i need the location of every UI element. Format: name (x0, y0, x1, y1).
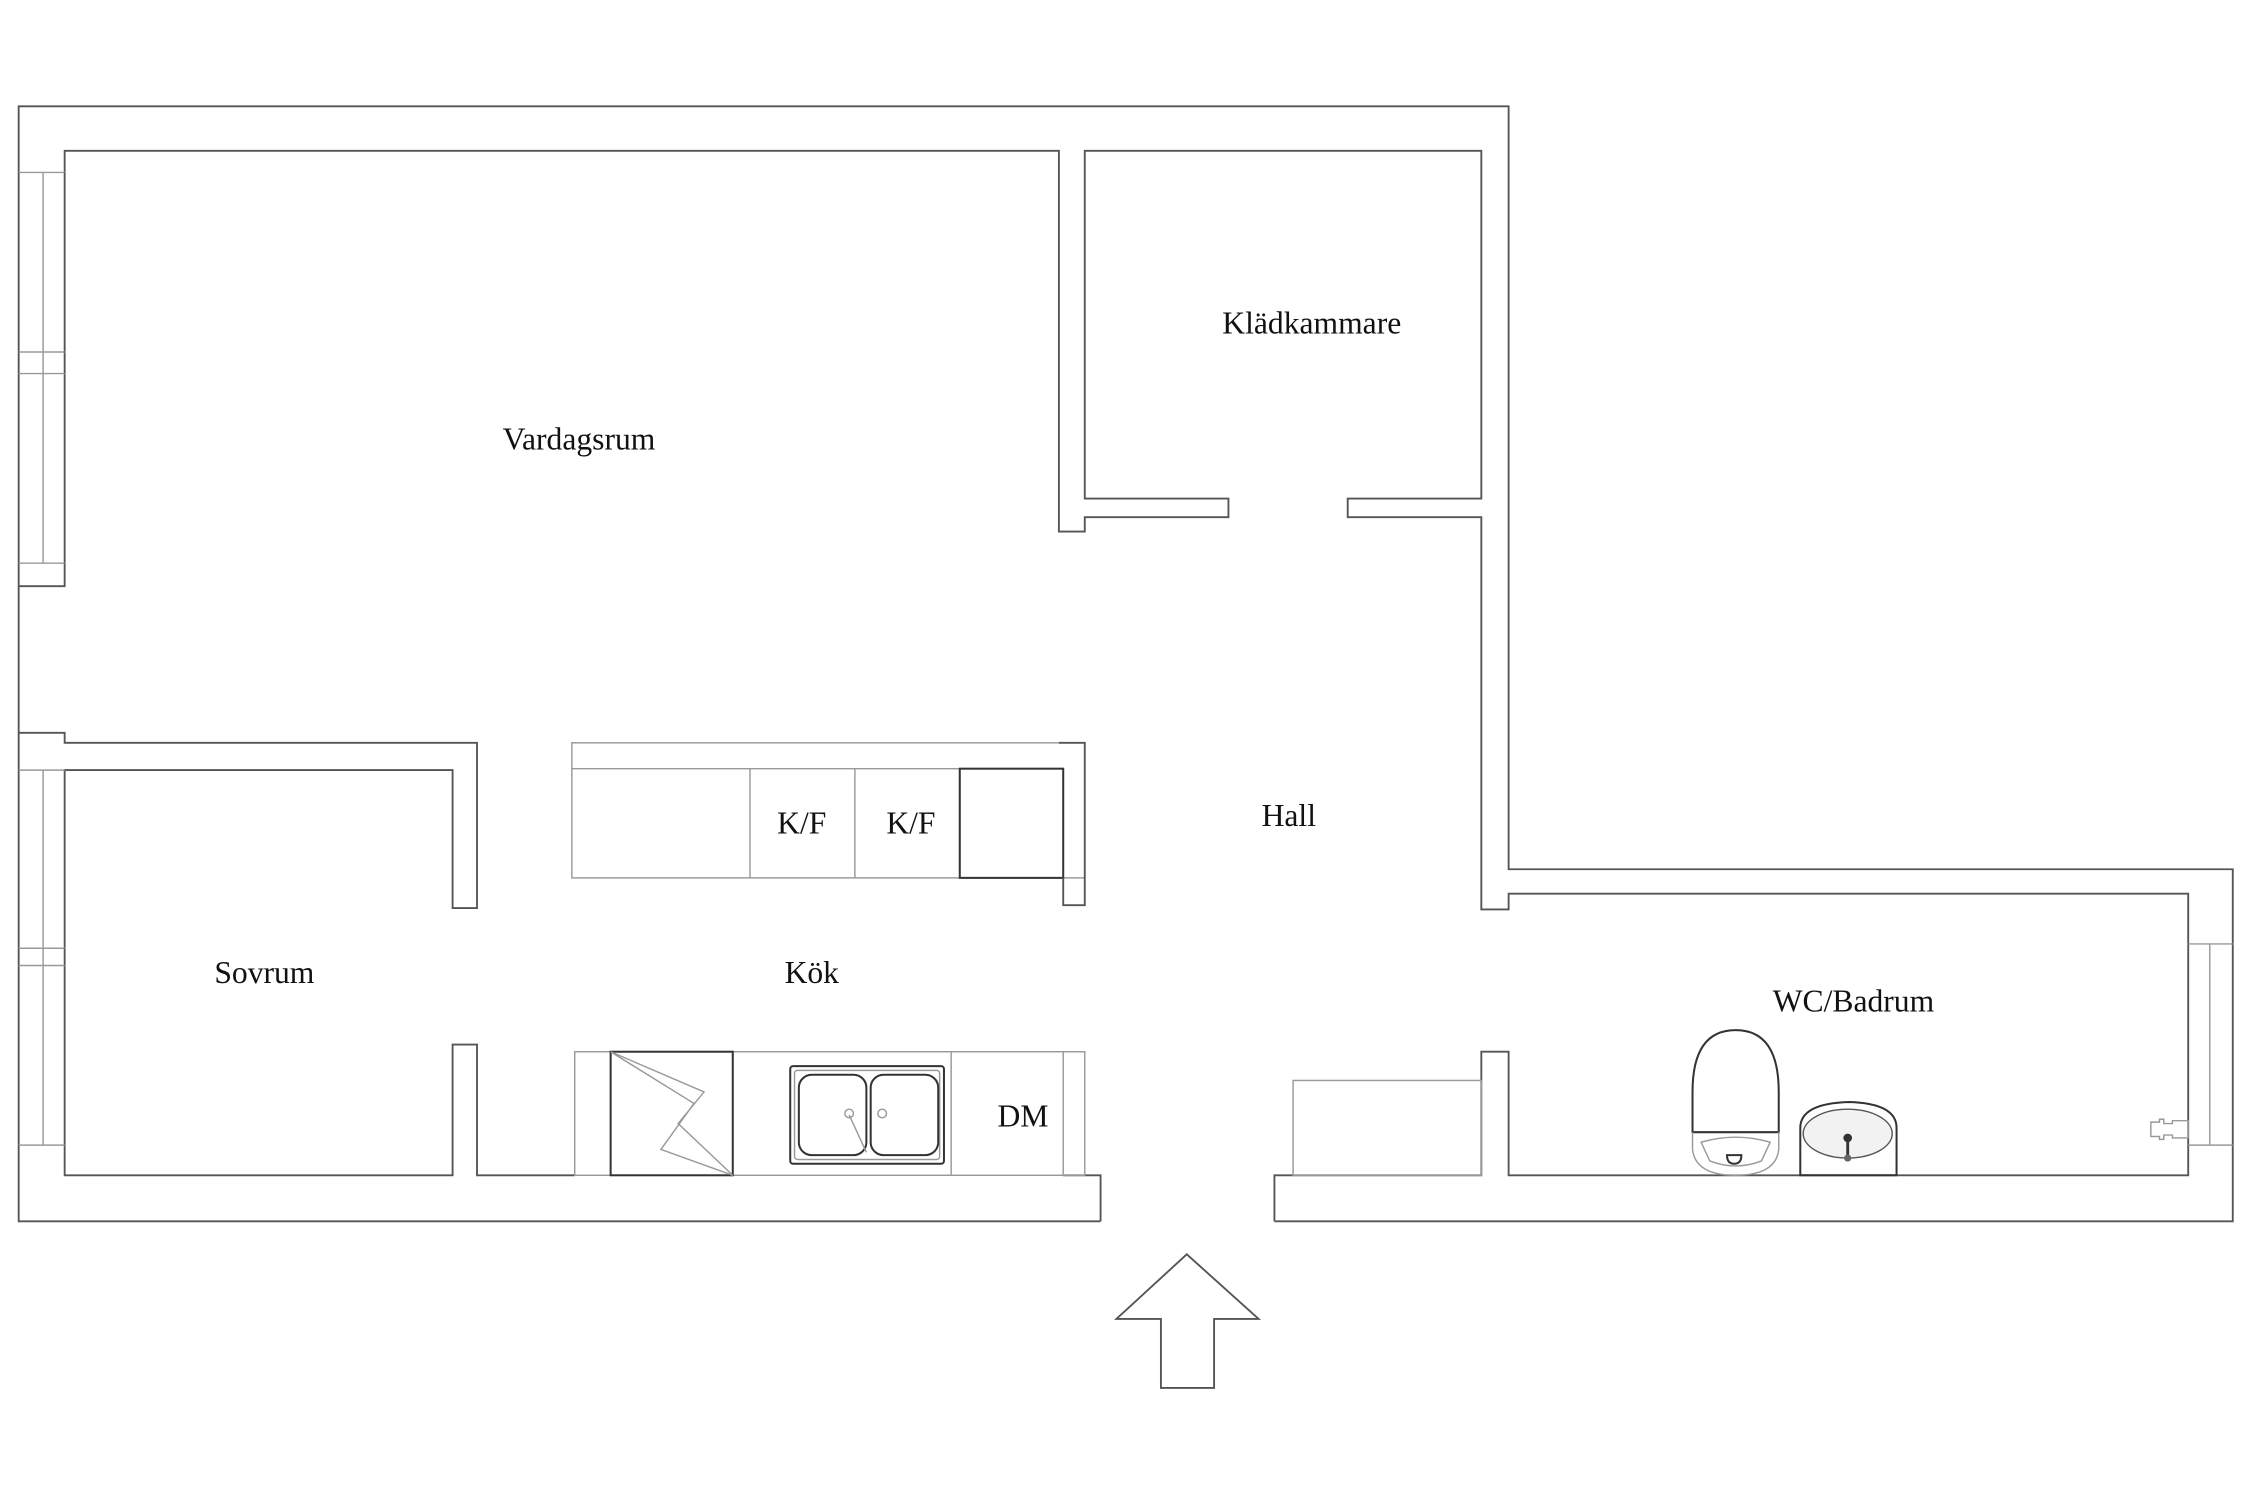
faucet-icon (2150, 1118, 2189, 1141)
kitchen-counter-bottom (573, 1050, 1086, 1177)
room-label-hall: Hall (1262, 798, 1317, 833)
entrance-arrow-icon (1113, 1253, 1262, 1389)
fridge-freezer-label: K/F (886, 805, 935, 840)
sink-icon (789, 1065, 945, 1165)
room-label-kok: Kök (785, 955, 840, 990)
room-label-wc-badrum: WC/Badrum (1773, 983, 1935, 1018)
stove-icon (609, 1050, 734, 1177)
toilet-icon (1691, 1029, 1780, 1177)
room-label-sovrum: Sovrum (214, 955, 314, 990)
walls (17, 105, 2234, 1223)
fridge-freezer-label: K/F (777, 805, 826, 840)
room-label-vardagsrum: Vardagsrum (503, 422, 656, 457)
dishwasher-label: DM (998, 1098, 1049, 1133)
kitchen-cabinet (958, 767, 1065, 879)
kitchen-counter-top (571, 741, 1086, 907)
hall-cabinet (1292, 1079, 1483, 1177)
washbasin-icon (1799, 1101, 1898, 1177)
room-label-kladkammare: Klädkammare (1222, 305, 1401, 340)
